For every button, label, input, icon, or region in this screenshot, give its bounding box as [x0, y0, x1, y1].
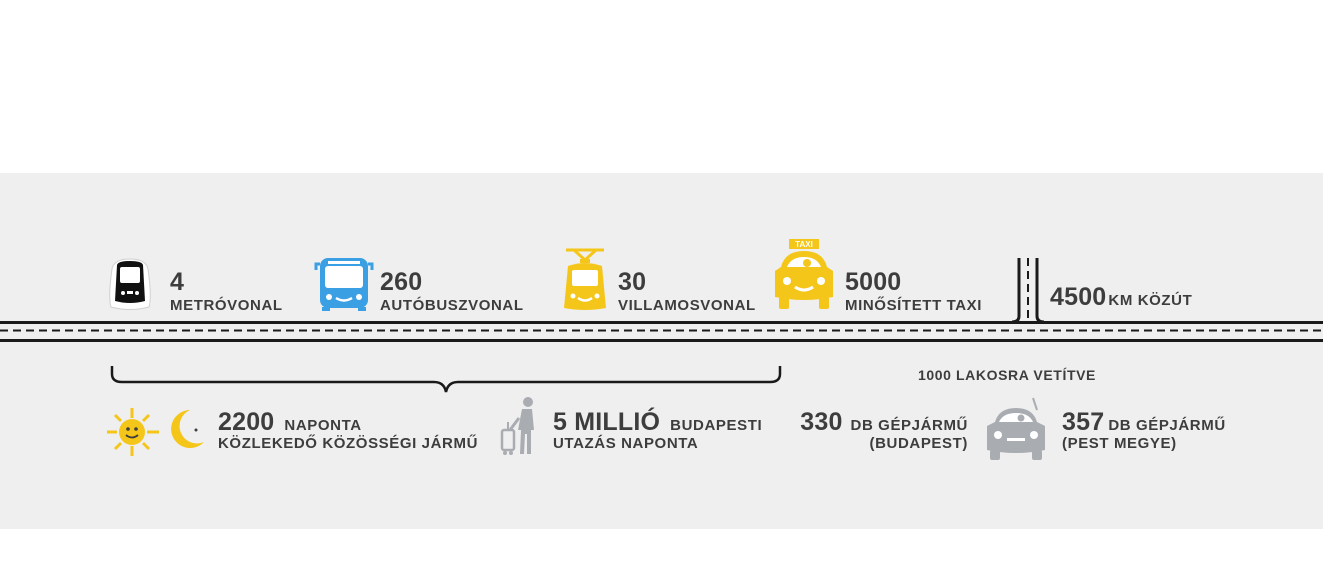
stat-taxi: 5000 MINŐSÍTETT TAXI [845, 268, 983, 315]
pest-label-line2: (PEST MEGYE) [1062, 435, 1177, 452]
bus-icon [312, 256, 376, 312]
pest-value: 357 [1062, 408, 1105, 436]
road-label: KM KÖZÚT [1108, 292, 1193, 309]
trips-value: 5 MILLIÓ [553, 408, 661, 436]
stat-bus: 260 AUTÓBUSZVONAL [380, 268, 524, 315]
taxi-value: 5000 [845, 268, 902, 296]
daily-value: 2200 [218, 408, 275, 436]
trips-label-inline: BUDAPESTI [670, 417, 763, 434]
taxi-sign-text: TAXI [795, 240, 813, 249]
taxi-icon: TAXI [771, 237, 837, 313]
car-icon [981, 396, 1051, 460]
tram-icon [560, 244, 610, 312]
metro-value: 4 [170, 268, 185, 296]
budapest-value: 330 [800, 408, 843, 436]
road-value: 4500 [1050, 283, 1107, 311]
traveller-icon [498, 396, 544, 458]
budapest-label-inline: DB GÉPJÁRMŰ [850, 417, 968, 434]
sun-icon [105, 406, 161, 458]
metro-icon [108, 257, 153, 312]
taxi-label: MINŐSÍTETT TAXI [845, 297, 983, 314]
per-capita-heading: 1000 LAKOSRA VETÍTVE [918, 367, 1096, 383]
brace-graphic [110, 366, 782, 393]
tram-value: 30 [618, 268, 647, 296]
budapest-label-line2: (BUDAPEST) [869, 435, 968, 452]
road-graphic [0, 258, 1323, 342]
stat-daily-vehicles: 2200 NAPONTA KÖZLEKEDŐ KÖZÖSSÉGI JÁRMŰ [218, 410, 478, 453]
bus-label: AUTÓBUSZVONAL [380, 297, 524, 314]
stat-tram: 30 VILLAMOSVONAL [618, 268, 756, 315]
stat-metro: 4 METRÓVONAL [170, 268, 283, 315]
stat-trips: 5 MILLIÓ BUDAPESTI UTAZÁS NAPONTA [553, 410, 762, 453]
stat-cars-budapest: 330 DB GÉPJÁRMŰ (BUDAPEST) [700, 410, 968, 453]
moon-icon [168, 408, 208, 452]
pest-label-inline: DB GÉPJÁRMŰ [1108, 417, 1226, 434]
infographic-panel [0, 173, 1323, 529]
trips-label-line2: UTAZÁS NAPONTA [553, 435, 699, 452]
daily-label-inline: NAPONTA [284, 417, 362, 434]
bus-value: 260 [380, 268, 423, 296]
tram-label: VILLAMOSVONAL [618, 297, 756, 314]
metro-label: METRÓVONAL [170, 297, 283, 314]
daily-label-line2: KÖZLEKEDŐ KÖZÖSSÉGI JÁRMŰ [218, 435, 479, 452]
